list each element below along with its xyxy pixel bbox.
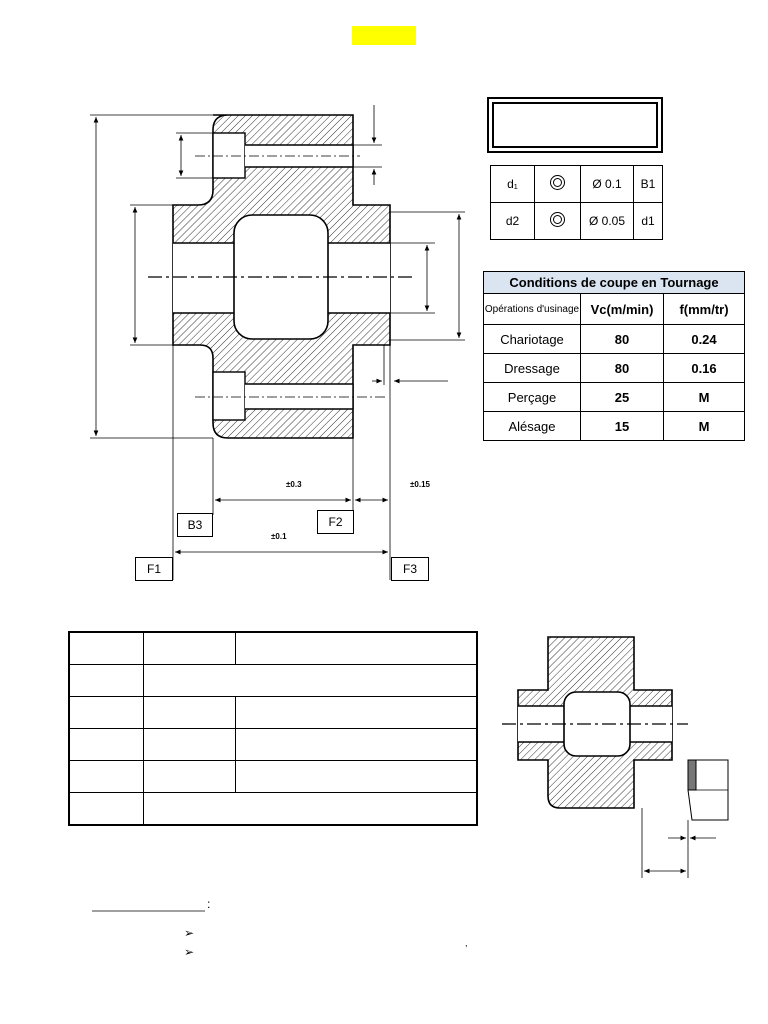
col-f: f(mm/tr) [663, 293, 745, 325]
table-row: Dressage 80 0.16 [483, 353, 745, 383]
dim-tolerance-015: ±0.15 [410, 480, 430, 489]
main-section [148, 114, 415, 439]
tolerance-row: d₁ Ø 0.1 B1 [490, 165, 663, 203]
dim-tolerance-03: ±0.3 [286, 480, 302, 489]
tolerance-row: d2 Ø 0.05 d1 [490, 202, 663, 240]
bullet-arrow-icon: ➢ [184, 945, 195, 959]
ref-f2: F2 [317, 510, 354, 534]
col-operations: Opérations d'usinage [483, 293, 581, 325]
setup-section [502, 636, 729, 878]
cutting-conditions-table: Conditions de coupe en Tournage Opératio… [483, 271, 745, 441]
f-cell: 0.16 [663, 353, 745, 383]
vc-cell: 15 [580, 411, 664, 441]
datum-reference: B1 [633, 165, 663, 203]
col-vc: Vc(m/min) [580, 293, 664, 325]
datum-label: d2 [490, 202, 535, 240]
title-highlight [352, 26, 416, 45]
circle-runout-icon [550, 175, 565, 190]
circle-runout-icon [550, 212, 565, 227]
footer-comma: , [465, 938, 468, 948]
empty-title-box [487, 97, 663, 153]
tolerance-value: Ø 0.1 [580, 165, 634, 203]
vc-cell: 25 [580, 382, 664, 412]
tolerance-frame: d₁ Ø 0.1 B1 d2 Ø 0.05 d1 [490, 165, 663, 240]
table-row: Perçage 25 M [483, 382, 745, 412]
bullet-arrow-icon: ➢ [184, 926, 195, 940]
empty-process-table [68, 631, 478, 826]
footer-colon: : [207, 897, 211, 911]
tolerance-value: Ø 0.05 [580, 202, 634, 240]
ref-b3: B3 [177, 513, 213, 537]
f-cell: M [663, 411, 745, 441]
datum-reference: d1 [633, 202, 663, 240]
ref-f1: F1 [135, 557, 173, 581]
op-cell: Alésage [483, 411, 581, 441]
datum-label: d₁ [490, 165, 535, 203]
ref-f3: F3 [391, 557, 429, 581]
table-row: Chariotage 80 0.24 [483, 324, 745, 354]
table-title: Conditions de coupe en Tournage [483, 271, 745, 294]
dim-tolerance-01: ±0.1 [271, 532, 287, 541]
vc-cell: 80 [580, 324, 664, 354]
op-cell: Chariotage [483, 324, 581, 354]
table-row: Alésage 15 M [483, 411, 745, 441]
op-cell: Dressage [483, 353, 581, 383]
vc-cell: 80 [580, 353, 664, 383]
f-cell: 0.24 [663, 324, 745, 354]
op-cell: Perçage [483, 382, 581, 412]
f-cell: M [663, 382, 745, 412]
